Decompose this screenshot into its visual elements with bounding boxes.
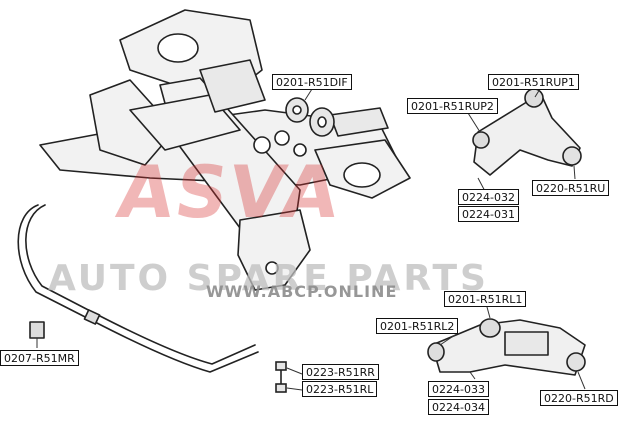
stabilizer-link-drawing bbox=[275, 361, 287, 393]
part-label-stabilizer-link-right: 0223-R51RR bbox=[302, 364, 379, 380]
watermark-brand: ASVA bbox=[112, 150, 347, 234]
watermark-url: WWW.ABCP.ONLINE bbox=[206, 282, 398, 301]
part-label-upper-arm-bush-2: 0201-R51RUP2 bbox=[407, 98, 498, 114]
part-label-upper-ball-joint: 0220-R51RU bbox=[532, 180, 610, 196]
part-label-upper-arm-2: 0224-031 bbox=[458, 206, 519, 222]
part-label-upper-arm-bush-1: 0201-R51RUP1 bbox=[488, 74, 579, 90]
subframe-drawing bbox=[39, 9, 411, 291]
part-label-upper-arm-1: 0224-032 bbox=[458, 189, 519, 205]
part-label-stabilizer-link-left: 0223-R51RL bbox=[302, 381, 378, 397]
lower-arm-drawing bbox=[427, 318, 586, 376]
watermark-tagline: AUTO SPARE PARTS bbox=[48, 258, 489, 299]
part-label-lower-arm-1: 0224-033 bbox=[428, 381, 489, 397]
part-label-lower-arm-2: 0224-034 bbox=[428, 399, 489, 415]
leader-lines bbox=[36, 88, 586, 391]
part-label-lower-ball-joint: 0220-R51RD bbox=[540, 390, 618, 406]
part-label-lower-arm-bush-1: 0201-R51RL1 bbox=[444, 291, 527, 307]
diff-mount-bushings-drawing bbox=[285, 97, 335, 137]
stabilizer-bar-drawing bbox=[17, 204, 259, 373]
part-label-stabilizer-bush: 0207-R51MR bbox=[0, 350, 79, 366]
part-label-diff-mount: 0201-R51DIF bbox=[272, 74, 352, 90]
part-label-lower-arm-bush-2: 0201-R51RL2 bbox=[376, 318, 459, 334]
